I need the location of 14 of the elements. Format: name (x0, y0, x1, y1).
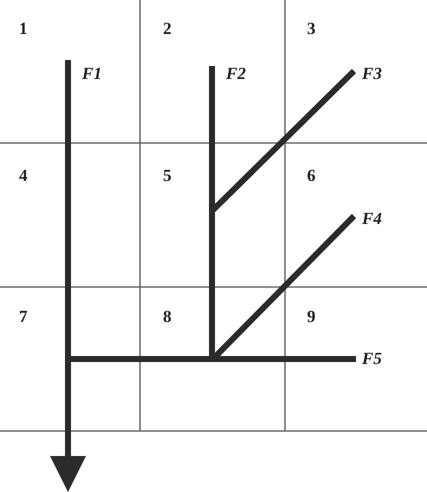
cell-number: 7 (19, 308, 28, 326)
cell-number: 5 (163, 167, 172, 185)
line-label: F3 (362, 65, 382, 83)
line-label: F5 (362, 350, 382, 368)
cell-number: 8 (163, 308, 172, 326)
cell-number: 1 (19, 20, 28, 38)
line-label: F2 (226, 65, 246, 83)
cell-number: 6 (307, 167, 316, 185)
line-label: F1 (82, 65, 102, 83)
cell-number: 2 (163, 20, 172, 38)
line-label: F4 (362, 210, 382, 228)
cell-number: 4 (19, 167, 28, 185)
cell-number: 3 (307, 20, 316, 38)
cell-number: 9 (307, 308, 316, 326)
